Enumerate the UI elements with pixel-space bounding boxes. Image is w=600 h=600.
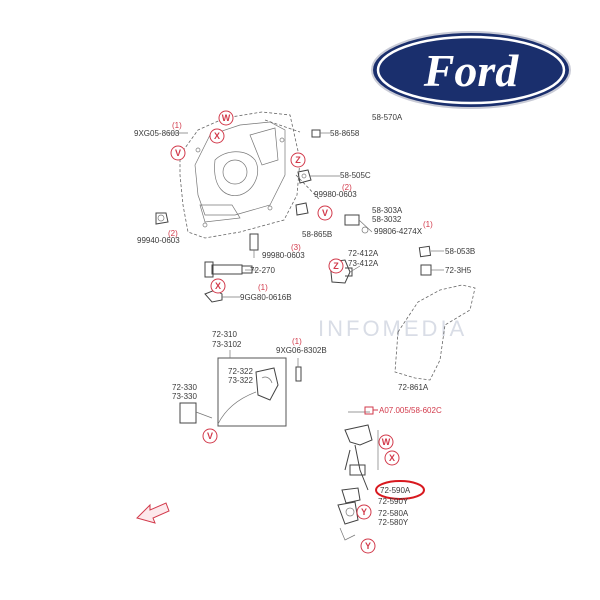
label-A07: A07.005/58-602C bbox=[379, 406, 442, 415]
svg-text:Z: Z bbox=[333, 261, 339, 271]
callout-x-icon: X bbox=[384, 450, 400, 466]
label-72-590Y: 72-590Y bbox=[378, 497, 409, 506]
callout-v-icon: V bbox=[317, 205, 333, 221]
label-99980: 99980-0603 bbox=[314, 190, 357, 199]
hinge-72-412A bbox=[329, 259, 361, 284]
label-73-3102: 73-3102 bbox=[212, 340, 242, 349]
svg-text:Y: Y bbox=[365, 541, 371, 551]
label-72-322: 72-322 bbox=[228, 367, 253, 376]
check-link-72-270 bbox=[204, 261, 256, 278]
callout-z-icon: Z bbox=[328, 258, 344, 274]
highlight-oval bbox=[375, 480, 425, 500]
label-72-3H5: 72-3H5 bbox=[445, 266, 472, 275]
fastener-58-505C bbox=[297, 169, 340, 184]
label-72-310: 72-310 bbox=[212, 330, 237, 339]
label-72-580Y: 72-580Y bbox=[378, 518, 409, 527]
label-58-8658: 58-8658 bbox=[330, 129, 360, 138]
label-72-270: 72-270 bbox=[250, 266, 275, 275]
label-73-322: 73-322 bbox=[228, 376, 253, 385]
callout-v-icon: V bbox=[170, 145, 186, 161]
label-72-412A: 72-412A bbox=[348, 249, 379, 258]
labels: 58-570A (1) 9XG05-8603 58-8658 58-505C (… bbox=[134, 113, 475, 527]
callout-w-icon: W bbox=[218, 110, 234, 126]
svg-text:V: V bbox=[175, 148, 181, 158]
label-99806: 99806-4274X bbox=[374, 227, 423, 236]
svg-text:X: X bbox=[389, 453, 395, 463]
label-58-505C: 58-505C bbox=[340, 171, 371, 180]
label-73-330: 73-330 bbox=[172, 392, 197, 401]
fastener-99940 bbox=[155, 212, 169, 225]
label-58-570A: 58-570A bbox=[372, 113, 403, 122]
screw-9XG06 bbox=[295, 358, 302, 382]
label-73-412A: 73-412A bbox=[348, 259, 379, 268]
pad-58-053B bbox=[418, 245, 444, 258]
svg-text:W: W bbox=[222, 113, 231, 123]
handle-box bbox=[217, 350, 287, 427]
label-58-3032: 58-3032 bbox=[372, 215, 402, 224]
callout-v-icon: V bbox=[202, 428, 218, 444]
svg-text:X: X bbox=[214, 131, 220, 141]
label-qty: (3) bbox=[291, 243, 301, 252]
callout-x-icon: X bbox=[210, 278, 226, 294]
callout-z-icon: Z bbox=[290, 152, 306, 168]
label-qty: (2) bbox=[168, 229, 178, 238]
label-58-303A: 58-303A bbox=[372, 206, 403, 215]
front-arrow-icon bbox=[136, 502, 170, 524]
callout-x-icon: X bbox=[209, 128, 225, 144]
rod-72-330 bbox=[179, 402, 213, 424]
door-inner-panel bbox=[179, 111, 321, 239]
clip-A07 bbox=[364, 406, 378, 415]
seal-sheet-72-861A bbox=[394, 284, 476, 381]
regulator-assembly bbox=[337, 411, 379, 541]
label-72-861A: 72-861A bbox=[398, 383, 429, 392]
bolt-99980 bbox=[249, 233, 259, 258]
fastener-58-865B-top bbox=[311, 129, 330, 138]
striker-58-303A bbox=[344, 214, 373, 234]
callout-y-icon: Y bbox=[360, 538, 376, 554]
label-9XG06: 9XG06-8302B bbox=[276, 346, 327, 355]
svg-text:Z: Z bbox=[295, 155, 301, 165]
ford-logo: Ford bbox=[371, 31, 571, 109]
watermark-text: INFOMEDIA bbox=[318, 316, 467, 341]
svg-text:X: X bbox=[215, 281, 221, 291]
svg-text:W: W bbox=[382, 437, 391, 447]
label-9XG05: 9XG05-8603 bbox=[134, 129, 180, 138]
label-72-580A: 72-580A bbox=[378, 509, 409, 518]
label-72-590A: 72-590A bbox=[380, 486, 411, 495]
label-qty: (1) bbox=[292, 337, 302, 346]
label-58-865B: 58-865B bbox=[302, 230, 332, 239]
inner-handle-72-322 bbox=[217, 367, 279, 425]
ford-logo-text: Ford bbox=[423, 45, 520, 96]
label-qty: (1) bbox=[423, 220, 433, 229]
fastener-58-865B bbox=[295, 202, 309, 216]
label-72-330: 72-330 bbox=[172, 383, 197, 392]
svg-text:Y: Y bbox=[361, 507, 367, 517]
callout-w-icon: W bbox=[378, 434, 394, 450]
label-9GG80: 9GG80-0616B bbox=[240, 293, 292, 302]
label-58-053B: 58-053B bbox=[445, 247, 475, 256]
pad-72-3H5 bbox=[420, 264, 444, 276]
label-99940: 99940-0603 bbox=[137, 236, 180, 245]
label-qty: (2) bbox=[342, 183, 352, 192]
label-qty: (1) bbox=[258, 283, 268, 292]
svg-text:V: V bbox=[322, 208, 328, 218]
svg-text:V: V bbox=[207, 431, 213, 441]
label-99980-b: 99980-0603 bbox=[262, 251, 305, 260]
label-qty: (1) bbox=[172, 121, 182, 130]
callout-y-icon: Y bbox=[356, 504, 372, 520]
